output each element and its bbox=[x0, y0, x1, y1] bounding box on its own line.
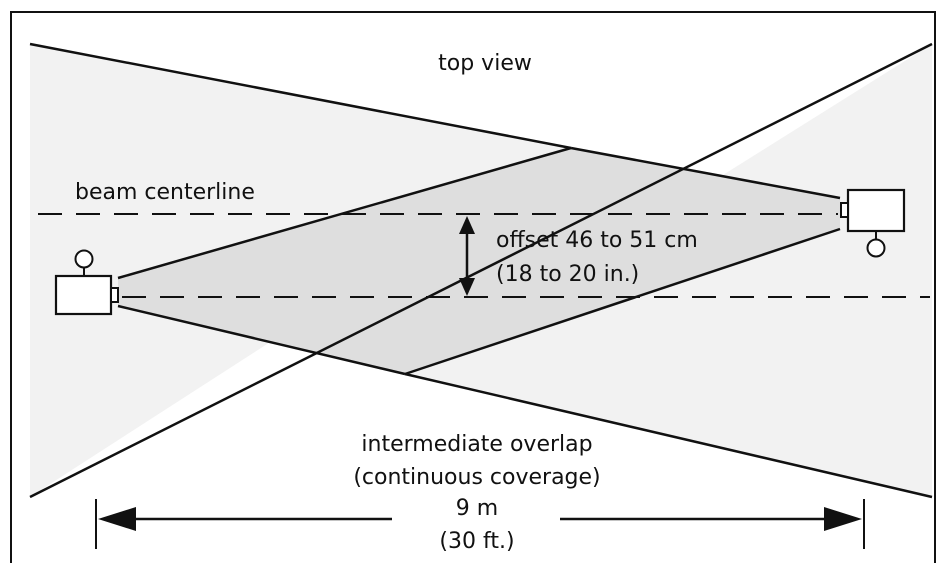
beam-edge-line bbox=[29, 42, 933, 499]
offset-label-line1: offset 46 to 51 cm bbox=[496, 228, 698, 253]
distance-dimension bbox=[95, 499, 865, 549]
left-sensor-icon bbox=[54, 249, 119, 316]
beam-edge-line bbox=[404, 227, 841, 376]
right-sensor-icon bbox=[840, 188, 906, 258]
beam-edge-line bbox=[570, 146, 841, 200]
distance-metric-label: 9 m bbox=[456, 496, 498, 521]
overlap-label-line1: intermediate overlap bbox=[361, 432, 592, 457]
overlap-region bbox=[118, 148, 840, 374]
offset-label-line2: (18 to 20 in.) bbox=[496, 262, 639, 287]
offset-double-arrow bbox=[459, 216, 475, 296]
beam-edge-line bbox=[117, 304, 406, 376]
dimension-arrowhead-right bbox=[824, 507, 862, 531]
beam-edge-line bbox=[29, 42, 572, 150]
overlap-label-line2: (continuous coverage) bbox=[353, 465, 600, 490]
beam-edge-line bbox=[404, 372, 933, 499]
beam-centerline-label: beam centerline bbox=[75, 180, 255, 205]
dimension-arrowhead-left bbox=[98, 507, 136, 531]
top-view-label: top view bbox=[438, 51, 532, 76]
distance-imperial-label: (30 ft.) bbox=[439, 529, 514, 554]
